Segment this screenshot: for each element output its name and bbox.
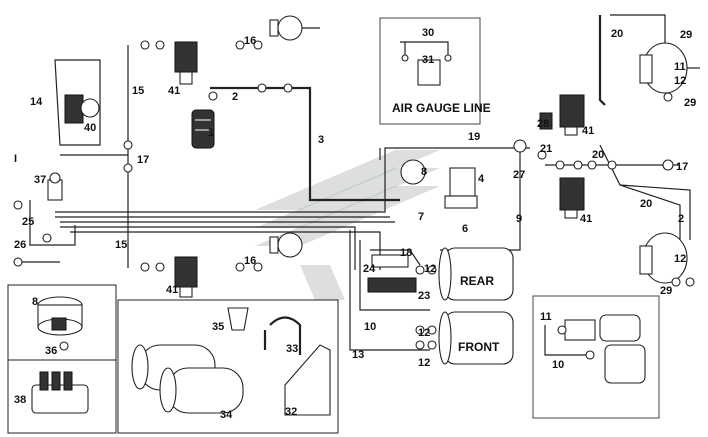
relay-valve-41-bottom [174,256,198,298]
callout-40: 40 [84,122,96,134]
callout-15-top: 15 [132,85,144,97]
brake-chamber-top-left [269,15,320,41]
front-tank-label: FRONT [458,340,500,354]
inset-valve-detail [544,314,646,384]
valve-18 [371,254,409,268]
callout-30: 30 [422,27,434,39]
callout-4: 4 [478,173,485,185]
callout-17-right: 17 [676,161,688,173]
front-tank [438,311,514,365]
callout-29-bottom: 29 [660,285,672,297]
fittings [13,40,695,360]
callout-2b: 2 [678,213,684,225]
brake-chamber-bottom-right [639,232,688,284]
callout-I: I [14,153,17,165]
callout-17-left: 17 [137,154,149,166]
callout-21: 21 [540,143,552,155]
callout-12-bottom-right: 12 [674,253,686,265]
air-gauge-line-label: AIR GAUGE LINE [392,101,491,115]
governor-4 [444,167,478,209]
callout-41-bottom-left: 41 [166,284,178,296]
inset-detail-box [532,295,660,419]
tank-parts-box [117,299,339,434]
callout-12-rear: 12 [424,263,436,275]
brake-valve-40 [64,94,100,124]
air-filter-1 [191,109,215,149]
callout-7: 7 [418,211,424,223]
valve-23 [367,277,417,293]
callout-2: 2 [232,91,238,103]
callout-6: 6 [462,223,468,235]
callout-29-top: 29 [680,29,692,41]
callout-20-top: 20 [611,28,623,40]
callout-9: 9 [516,213,522,225]
callout-41-right-bottom: 41 [580,213,592,225]
strap-33 [263,316,302,355]
brake-chamber-mid-left [269,232,303,258]
rear-tank [438,247,514,301]
callout-20-mid: 20 [592,149,604,161]
callout-16-top: 16 [244,35,256,47]
gauge-8 [400,159,426,185]
part-36-fitting [59,341,69,351]
callout-8b: 8 [32,296,38,308]
callout-20-bottom: 20 [640,198,652,210]
relay-valve-41-right-bottom [559,177,585,219]
brake-chamber-top-right [639,42,700,94]
callout-12-front-bottom: 12 [418,357,430,369]
part-8-cylinder [37,296,83,336]
air-gauge-line-detail [400,41,452,86]
callout-14: 14 [30,96,43,108]
callout-3: 3 [318,134,324,146]
callout-19: 19 [468,131,480,143]
callout-1: 1 [208,127,214,139]
callout-28: 28 [537,118,549,130]
callout-13: 13 [352,349,364,361]
part-38-valve [31,371,89,414]
callout-27: 27 [513,169,525,181]
air-lines [20,14,691,351]
callout-15-bottom: 15 [115,239,127,251]
bracket-32 [284,344,331,416]
callout-37: 37 [34,174,46,186]
callout-34: 34 [220,409,233,421]
callout-29-mid: 29 [684,97,696,109]
air-gauge-line-box [379,17,481,125]
callout-11: 11 [540,311,552,323]
callout-24: 24 [363,263,376,275]
callout-11b: 11 [674,61,686,73]
callout-10b: 10 [552,359,564,371]
reservoir-tanks-34 [131,344,244,414]
callout-labels: 1 2 2 3 4 6 7 8 8 9 10 10 11 11 12 12 12… [14,27,696,421]
relay-valve-41-top [174,41,198,85]
pad-35 [227,307,249,331]
callout-35: 35 [212,321,224,333]
callout-12-front-top: 12 [418,327,430,339]
callout-33: 33 [286,343,298,355]
callout-38: 38 [14,394,26,406]
callout-18: 18 [400,247,412,259]
callout-25: 25 [22,216,34,228]
callout-23: 23 [418,290,430,302]
callout-31: 31 [422,54,434,66]
callout-32: 32 [285,406,297,418]
callout-41-top-left: 41 [168,85,180,97]
callout-12-top-right: 12 [674,75,686,87]
callout-16-bottom: 16 [244,255,256,267]
part-group-left-box [7,284,117,434]
callout-8: 8 [421,166,427,178]
callout-10: 10 [364,321,376,333]
valve-37 [47,172,63,201]
relay-valve-41-right-top [559,94,585,136]
callout-26: 26 [14,239,26,251]
rear-tank-label: REAR [460,274,494,288]
callout-36: 36 [45,345,57,357]
callout-41-right-top: 41 [582,125,594,137]
